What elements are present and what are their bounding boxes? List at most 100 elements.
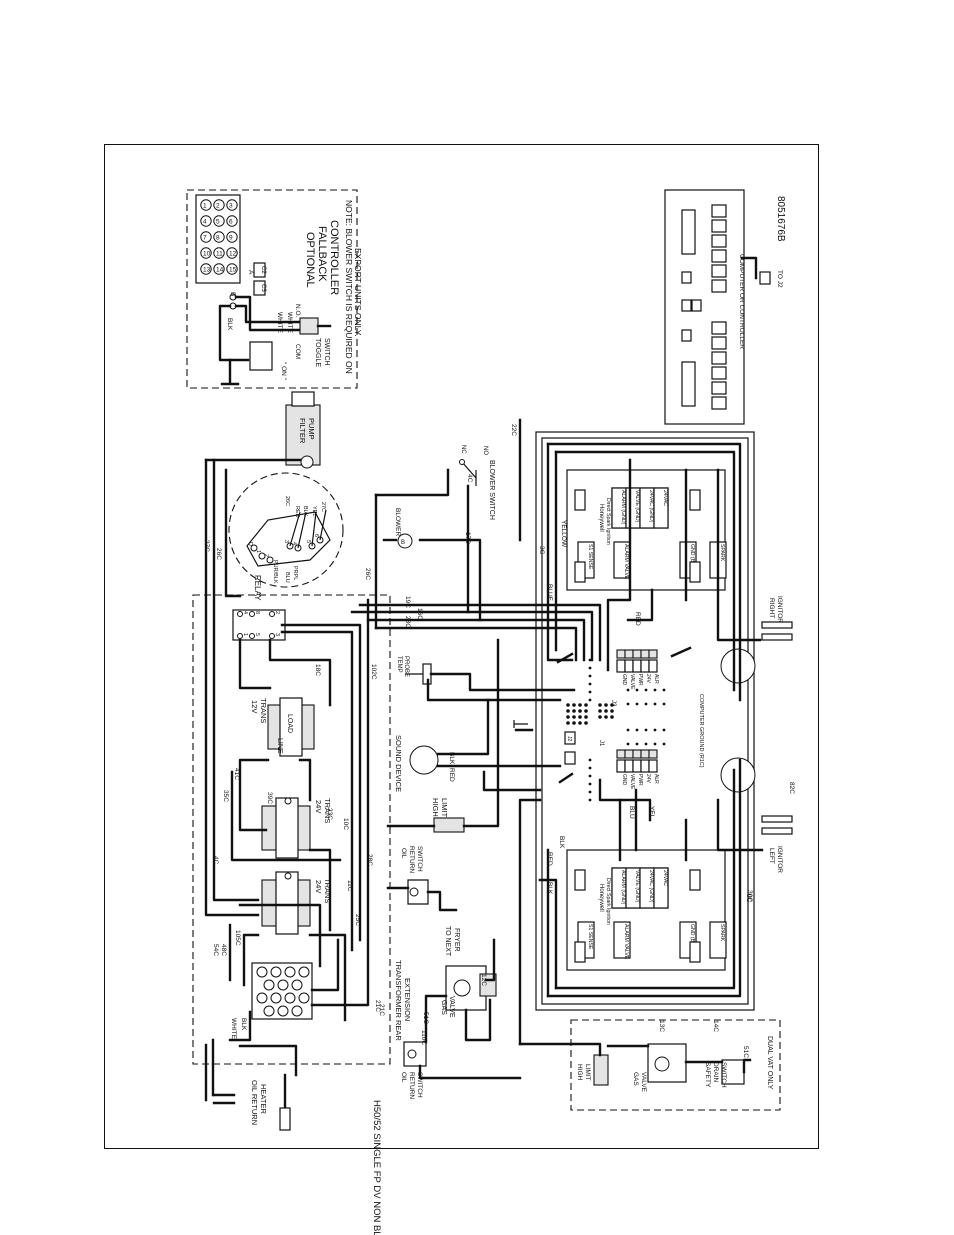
- wire-bus-3: [366, 618, 586, 662]
- interface-pin: [626, 742, 630, 746]
- wire-39c: [230, 770, 342, 862]
- computer-to-j2: TO J2: [776, 270, 783, 288]
- j3-pin: [584, 721, 588, 725]
- blower-glyph: B: [401, 540, 405, 546]
- right-ignitor-label-2: IGNITOR: [776, 596, 783, 623]
- wire-51c-dual: [742, 1058, 752, 1074]
- motor-terminal-board: [246, 511, 331, 567]
- wire-4c-switch: [374, 468, 450, 497]
- oil-return-switch-lower-3: SWITCH: [416, 1072, 423, 1098]
- wire-label: 12C: [480, 974, 487, 986]
- ignition-mount: [689, 869, 701, 891]
- left-ignitor-rod-1: [761, 815, 793, 823]
- wire-gas-valve: [484, 938, 496, 982]
- gas-valve-main-knob: [453, 979, 471, 997]
- j2-label: J2: [566, 736, 572, 742]
- wire-17c: [418, 538, 482, 622]
- transformer-rear-label-1: TRANSFORMER REAR: [394, 960, 403, 1041]
- toggle-switch: [299, 317, 319, 335]
- wire-21c: [310, 598, 370, 1007]
- fallback-white-label-2: WHITE: [286, 312, 293, 334]
- interface-header-pin: [648, 749, 658, 759]
- interface-pin: [588, 758, 592, 762]
- terminal-block-terminal: [277, 1005, 289, 1017]
- keypad-key: [200, 199, 212, 211]
- wire-label: 30C: [746, 890, 753, 902]
- fallback-blk-label: BLK: [226, 318, 233, 331]
- j3-pin: [584, 715, 588, 719]
- motor-wire-label: PRPL: [292, 566, 298, 580]
- terminal-block-terminal: [256, 966, 268, 978]
- panel-wire-blk: [538, 878, 558, 990]
- transformer-24v-a-group: 24V TRANS: [261, 797, 332, 859]
- wire-label: 39C: [266, 792, 273, 804]
- wire-26c-main: [280, 630, 354, 952]
- wire-sound-red-2: [482, 770, 542, 792]
- ignition-terminal-label: ALARM VALVE: [623, 924, 629, 960]
- wire-51c: [424, 994, 448, 1044]
- wire-19c: [280, 623, 362, 942]
- oil-return-switch-upper-2: RETURN: [408, 846, 415, 873]
- right-burner-port: [720, 648, 756, 684]
- keypad-key-label: 4: [203, 219, 207, 226]
- interface-header-pin: [616, 749, 626, 759]
- ignition-terminal-label: ALARM VALVE: [623, 544, 629, 580]
- wire-4c-trunk: [212, 458, 260, 902]
- keypad-key: [213, 199, 225, 211]
- wire-label: 28C: [366, 854, 373, 866]
- keypad-key: [213, 215, 225, 227]
- interface-row-label: GND: [621, 774, 627, 786]
- fallback-c3-terminal: [253, 280, 266, 296]
- transformer-12v-label-2: TRANS: [259, 698, 268, 723]
- wire-label: BLUE: [546, 584, 553, 602]
- interface-pin: [626, 688, 630, 692]
- high-limit-label-1: HIGH: [431, 798, 440, 817]
- j1-pin: [610, 715, 614, 719]
- left-ignitor-label-2: IGNITOR: [776, 846, 783, 873]
- panel-wire-24v-up: [626, 588, 654, 622]
- wiring-harness: [204, 418, 764, 1102]
- j3-pin: [572, 721, 576, 725]
- ignition-mount: [689, 941, 701, 963]
- computer-key: [711, 336, 727, 350]
- ignition-terminal-label: VALVE (GND): [634, 870, 640, 903]
- wire-probe: [429, 672, 576, 692]
- fallback-note-1: NOTE: BLOWER SWITCH IS REQUIRED ON: [344, 200, 354, 374]
- relay-pin: [249, 611, 255, 617]
- fallback-blk-wire: [218, 304, 250, 362]
- computer-j2-cable: [740, 256, 758, 280]
- computer-key: [711, 381, 727, 395]
- panel-wire-valve-up: [606, 458, 632, 672]
- blower-switch-pivot: [459, 459, 465, 465]
- oil-return-heater-group: OIL RETURN HEATER: [212, 1073, 291, 1131]
- j3-pin: [584, 709, 588, 713]
- wire-23c: [308, 848, 332, 932]
- wire-label: YEL: [648, 806, 655, 819]
- interface-row-label: GND: [621, 674, 627, 686]
- interface-pin-block: [648, 759, 658, 773]
- interface-pin: [635, 742, 639, 746]
- computer-key: [711, 321, 727, 335]
- fallback-title-1: OPTIONAL: [304, 232, 316, 288]
- ignition-terminal: [613, 921, 631, 959]
- dual-vat-safety-2: DRAIN: [712, 1062, 719, 1083]
- keypad-key-label: 15: [229, 267, 237, 274]
- ignition-terminal: [653, 867, 669, 909]
- interface-pin: [653, 742, 657, 746]
- oil-return-switch-lower-group: OIL RETURN SWITCH TRANSFORMER REAR EXTEN…: [394, 960, 427, 1099]
- j3-pin: [578, 721, 582, 725]
- computer-keys: [681, 204, 727, 410]
- toggle-com-label: COM: [294, 344, 301, 359]
- ignition-terminal-label: VALVE (GND): [634, 490, 640, 523]
- ignition-mount: [574, 869, 586, 891]
- keypad-key-label: 11: [216, 251, 223, 258]
- ignition-terminal-label: ALARM (GND): [620, 870, 626, 905]
- computer-controller-group: COMPUTER OR CONTROLLER TO J2 8051676B: [664, 189, 786, 425]
- dual-vat-gas-valve-knob: [654, 1056, 670, 1072]
- wire-label: 4C: [212, 856, 219, 865]
- high-limit-body: [433, 817, 465, 833]
- right-ignitor-label-1: RIGHT: [768, 598, 775, 618]
- blower-switch-no: NO: [482, 446, 488, 455]
- motor-terminal-label: 3: [283, 540, 289, 543]
